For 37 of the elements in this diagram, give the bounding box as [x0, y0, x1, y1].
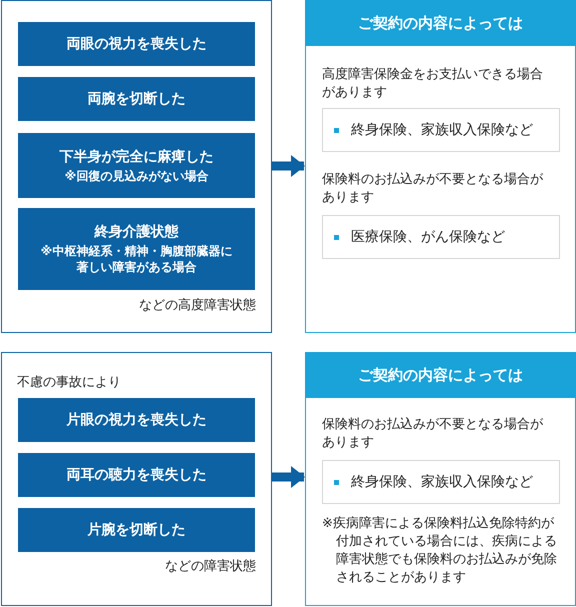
- list-text: 終身保険、家族収入保険など: [351, 473, 533, 491]
- panel-header: ご契約の内容によっては: [306, 1, 575, 46]
- panel-frame: [1, 0, 272, 333]
- condition-text: 両耳の聴力を喪失した: [66, 466, 206, 484]
- list-text: 終身保険、家族収入保険など: [351, 121, 533, 139]
- condition-box: [18, 77, 255, 121]
- condition-box: [18, 208, 255, 290]
- note-text: ※疾病障害による保険料払込免除特約が付加されている場合には、疾病による障害状態でも保険料のお払込みが免除されることがあります: [322, 515, 558, 587]
- arrow: [272, 155, 305, 177]
- note-text: ※回復の見込みがない場合: [64, 168, 208, 184]
- body-text: 高度障害保険金をお支払いできる場合があります: [322, 66, 544, 102]
- condition-box: [18, 133, 255, 198]
- caption-text: などの障害状態: [165, 558, 256, 575]
- body-text: 保険料のお払込みが不要となる場合があります: [322, 171, 544, 207]
- panel-frame: [305, 0, 576, 333]
- condition-box: [18, 508, 255, 552]
- condition-box: [18, 453, 255, 497]
- condition-text: 下半身が完全に麻痺した: [60, 148, 214, 166]
- condition-box: [18, 398, 255, 442]
- arrow: [272, 466, 305, 488]
- panel-frame: [1, 352, 272, 606]
- condition-text: 終身介護状態: [94, 223, 178, 241]
- condition-text: 両腕を切断した: [88, 90, 186, 108]
- list-text: 医療保険、がん保険など: [351, 228, 505, 246]
- insurance-box: [322, 215, 560, 259]
- note-text: ※中枢神経系・精神・胸腹部臓器に著しい障害がある場合: [40, 243, 232, 275]
- caption-text: などの高度障害状態: [139, 297, 256, 314]
- insurance-box: [322, 108, 560, 152]
- condition-text: 片腕を切断した: [88, 521, 186, 539]
- panel-frame: [305, 352, 576, 606]
- condition-text: 片眼の視力を喪失した: [66, 411, 206, 429]
- panel-header: ご契約の内容によっては: [306, 353, 575, 398]
- insurance-box: [322, 460, 560, 504]
- body-text: 保険料のお払込みが不要となる場合があります: [322, 416, 544, 452]
- condition-text: 両眼の視力を喪失した: [66, 35, 206, 53]
- condition-box: [18, 22, 255, 66]
- intro-text: 不慮の事故により: [17, 374, 121, 391]
